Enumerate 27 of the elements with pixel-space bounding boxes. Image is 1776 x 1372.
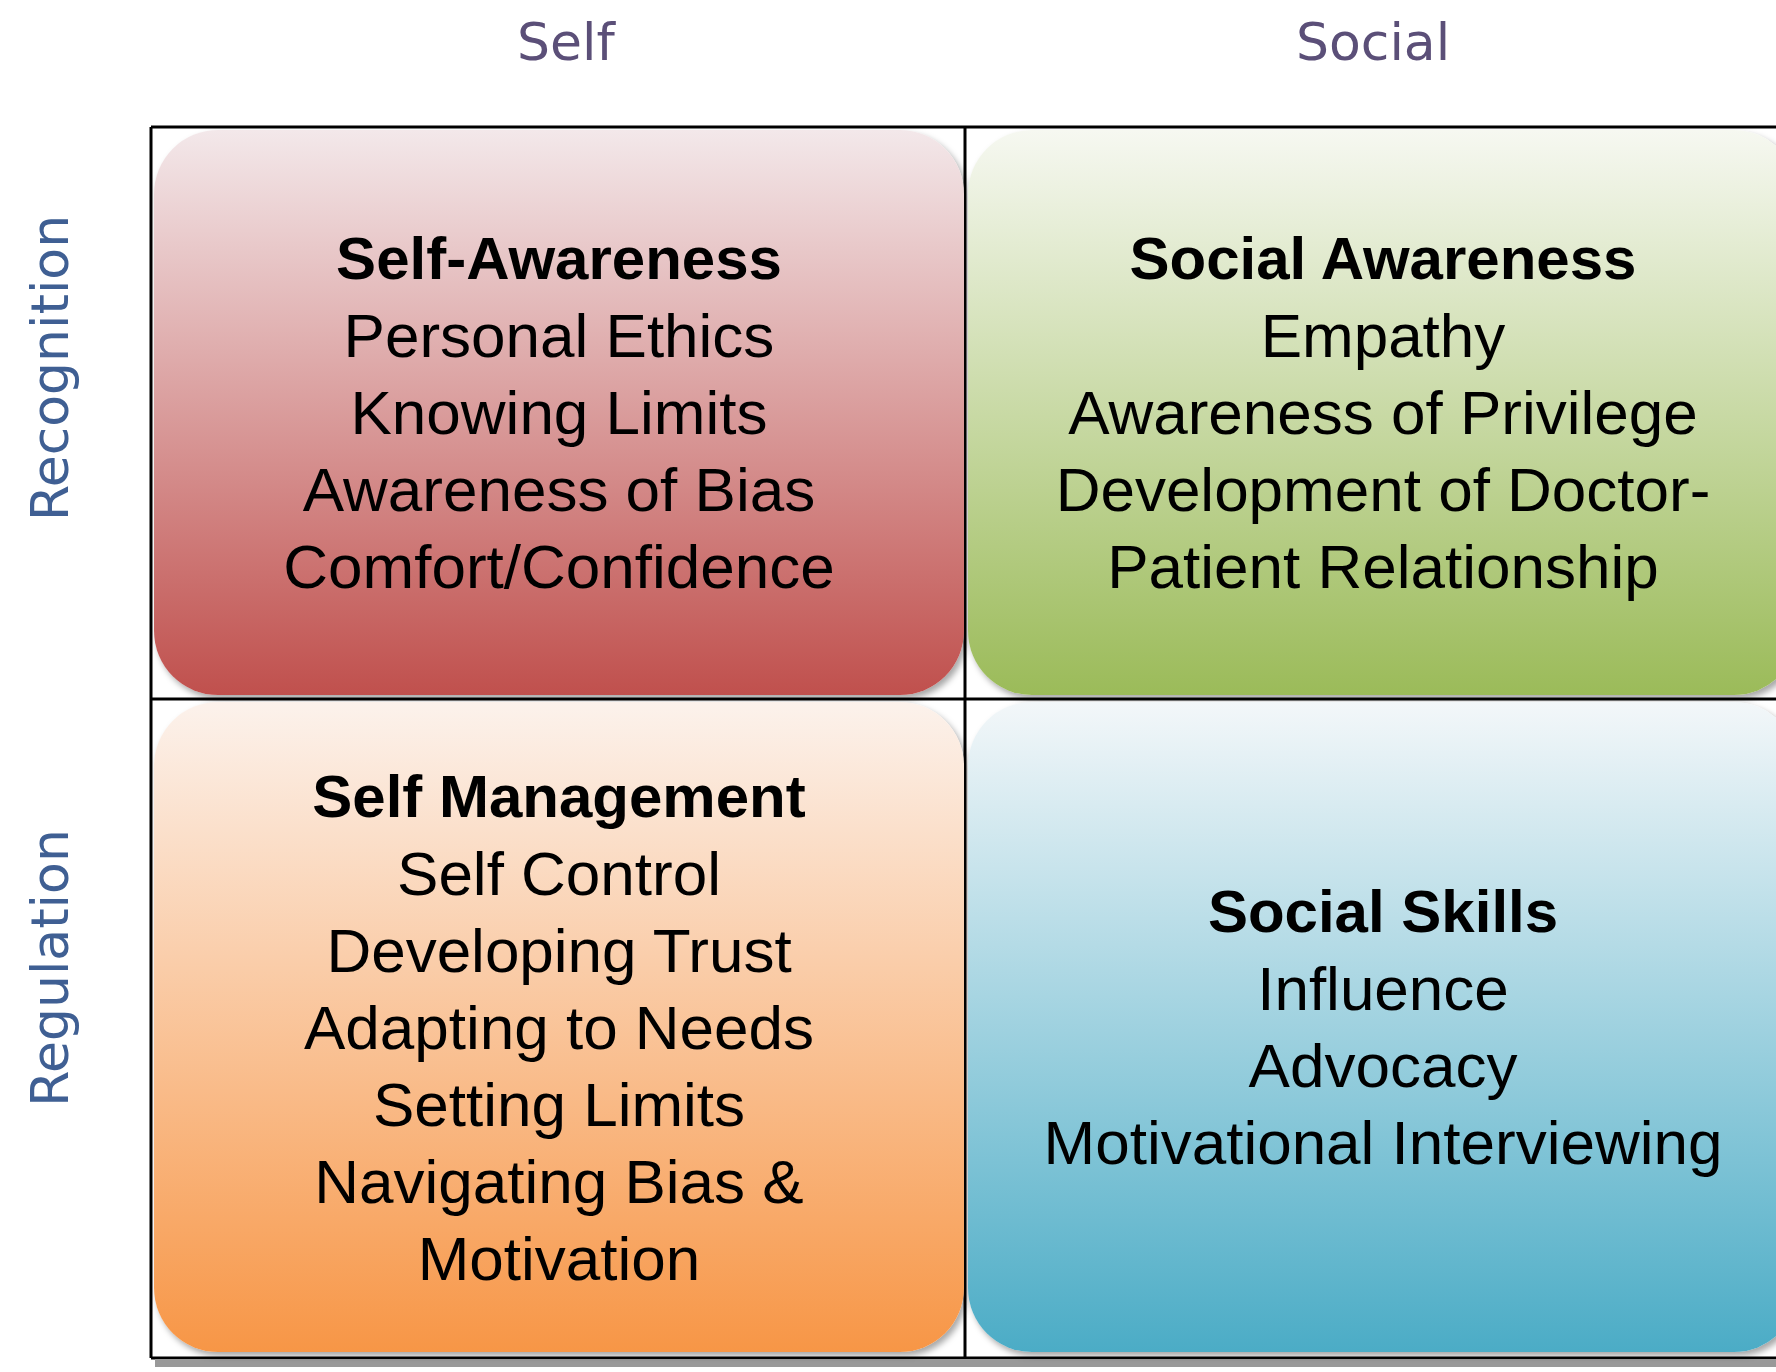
row-header: Recognition (20, 214, 81, 522)
quadrant-title: Self Management (312, 761, 806, 832)
competency-item: Awareness of Bias (302, 454, 816, 526)
column-header: Social (1296, 12, 1451, 72)
competency-item: Influence (1257, 953, 1509, 1025)
row-header: Regulation (19, 829, 80, 1107)
competency-item: Setting Limits (372, 1068, 746, 1141)
competency-item: Motivational Interviewing (1043, 1107, 1723, 1179)
competency-item: Self Control (397, 837, 721, 910)
quadrant-card (968, 702, 1776, 1352)
competency-item: Comfort/Confidence (283, 531, 835, 603)
column-header: Self (517, 12, 615, 72)
competency-item: Adapting to Needs (303, 991, 815, 1064)
competency-item: Developing Trust (326, 914, 792, 987)
quadrant-card (154, 130, 964, 695)
competency-item: Knowing Limits (350, 377, 768, 449)
competency-item: Advocacy (1248, 1030, 1518, 1102)
competency-item: Awareness of Privilege (1068, 377, 1698, 449)
competency-item: Development of Doctor-Patient Relationship (1054, 454, 1712, 603)
quadrant-card (968, 130, 1776, 695)
quadrant-title: Social Awareness (1129, 224, 1637, 294)
competency-item: Personal Ethics (343, 300, 775, 372)
competency-item: Navigating Bias & Motivation (313, 1145, 805, 1295)
quadrant-title: Self-Awareness (336, 224, 782, 294)
quadrant-title: Social Skills (1207, 877, 1559, 947)
competency-item: Empathy (1260, 300, 1506, 372)
quadrant-card (154, 702, 964, 1352)
